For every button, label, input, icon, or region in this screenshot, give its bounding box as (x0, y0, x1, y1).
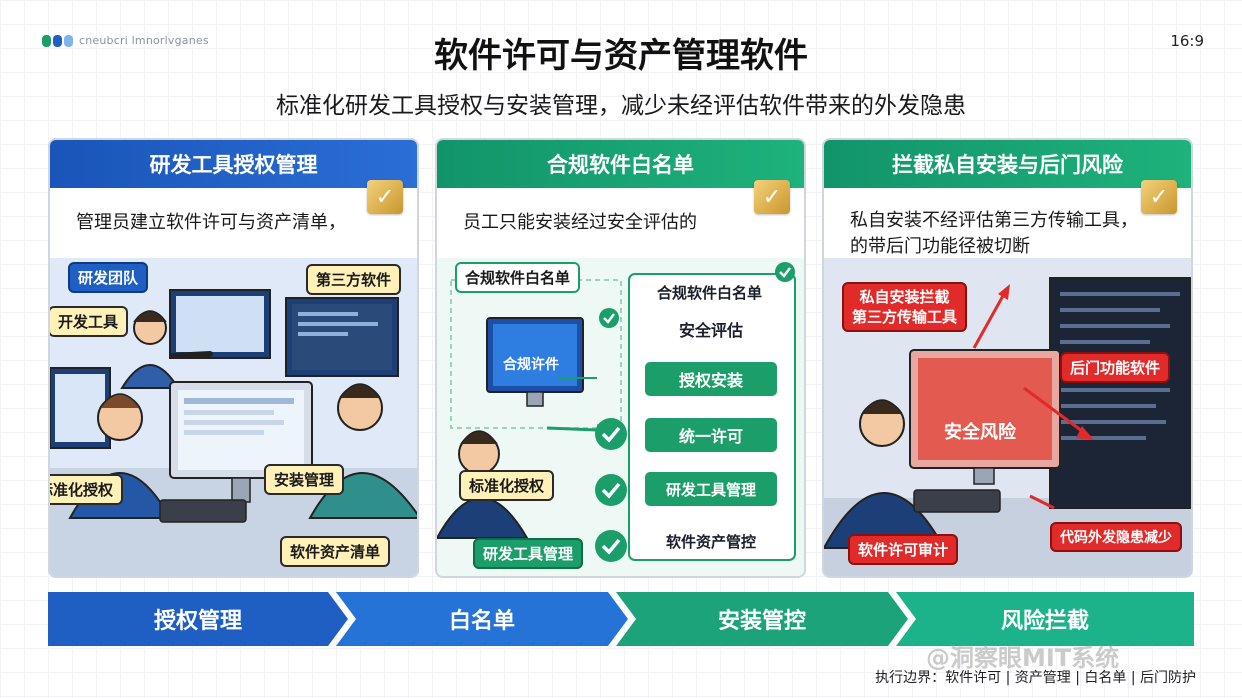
risk-screen-label: 安全风险 (944, 422, 1016, 443)
panel-description: 员工只能安装经过安全评估的 (463, 212, 697, 233)
page-subtitle: 标准化研发工具授权与安装管理，减少未经评估软件带来的外发隐患 (276, 93, 966, 119)
process-flow-ribbon: 授权管理 白名单 安装管控 风险拦截 (48, 592, 1194, 646)
footer-scope: 执行边界：软件许可 | 资产管理 | 白名单 | 后门防护 (875, 670, 1196, 686)
tag-dev-tools-mgmt: 研发工具管理 (473, 538, 584, 569)
tag-leak-reduce: 代码外发隐患减少 (1050, 522, 1182, 552)
tag-whitelist: 合规软件白名单 (455, 262, 581, 293)
page-title: 软件许可与资产管理软件 (434, 36, 808, 76)
panel-heading: 合规软件白名单 (437, 140, 804, 188)
panel-heading: 研发工具授权管理 (50, 140, 417, 188)
panel-description: 管理员建立软件许可与资产清单， (76, 212, 346, 233)
office-illustration: 研发团队 第三方软件 开发工具 标准化授权 安装管理 软件资产清单 (50, 258, 417, 576)
risk-block-illustration (824, 258, 1191, 576)
monitor-label: 合规许件 (503, 357, 559, 373)
list-item-security: 安全评估 (645, 314, 777, 344)
tag-asset-list: 软件资产清单 (280, 536, 391, 567)
risk-illustration: 私自安装拦截 第三方传输工具 后门功能软件 安全风险 软件许可审计 代码外发隐患… (824, 258, 1191, 576)
list-item-devtools: 研发工具管理 (645, 472, 777, 506)
tag-block-install-line2: 第三方传输工具 (852, 308, 958, 326)
flow-step-auth: 授权管理 (48, 592, 348, 646)
panel-block-backdoor: 拦截私自安装与后门风险 ✓ 私自安装不经评估第三方传输工具，的带后门功能径被切断 (822, 138, 1193, 578)
list-item-assets: 软件资产管控 (665, 532, 756, 551)
aspect-ratio-label: 16:9 (1170, 32, 1204, 50)
panel-description: 私自安装不经评估第三方传输工具，的带后门功能径被切断 (850, 210, 1138, 257)
flow-step-risk-block: 风险拦截 (896, 592, 1194, 646)
tag-license-audit: 软件许可审计 (848, 534, 959, 565)
panel-heading: 拦截私自安装与后门风险 (824, 140, 1191, 188)
logo: cneubcri lmnorlvganes (42, 34, 209, 47)
whitelist-card-title: 合规软件白名单 (657, 284, 763, 302)
panel-whitelist: 合规软件白名单 ✓ 员工只能安装经过安全评估的 合 (435, 138, 806, 578)
tag-backdoor-software: 后门功能软件 (1060, 352, 1171, 383)
tag-standard-auth: 标准化授权 (459, 470, 555, 501)
list-item-install: 授权安装 (645, 362, 777, 396)
checkmark-badge-icon: ✓ (754, 180, 790, 214)
checkmark-badge-icon: ✓ (367, 180, 403, 214)
tag-dev-tools: 开发工具 (50, 306, 129, 337)
checkmark-badge-icon: ✓ (1141, 180, 1177, 214)
panel-dev-tools-auth: 研发工具授权管理 ✓ 管理员建立软件许可与资产清单， (48, 138, 419, 578)
tag-block-install-line1: 私自安装拦截 (859, 288, 950, 306)
tag-block-install: 私自安装拦截 第三方传输工具 (842, 282, 968, 332)
tag-install-mgmt: 安装管理 (264, 464, 345, 495)
tag-third-party-software: 第三方软件 (306, 264, 402, 295)
flow-step-whitelist: 白名单 (336, 592, 628, 646)
list-item-license: 统一许可 (645, 418, 777, 452)
tag-dev-team: 研发团队 (68, 262, 149, 293)
watermark: @洞察眼MIT系统 (926, 644, 1120, 672)
tag-standard-auth: 标准化授权 (50, 474, 124, 505)
whitelist-illustration: 合规软件白名单 合规许件 合规软件白名单 安全评估 授权安装 统一许可 研发工具… (437, 258, 804, 576)
logo-text: cneubcri lmnorlvganes (79, 34, 209, 47)
logo-icon (42, 34, 73, 47)
flow-step-install-control: 安装管控 (616, 592, 908, 646)
